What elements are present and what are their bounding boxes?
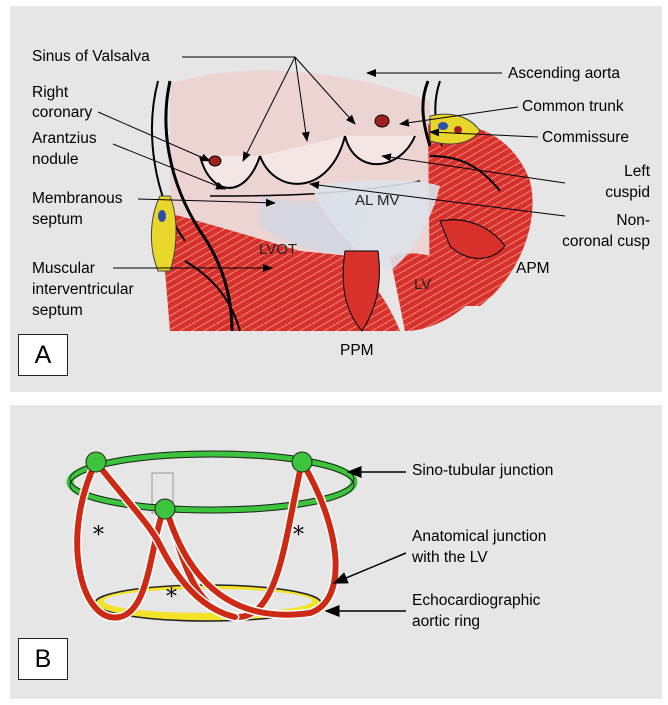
label-membranous-line1: Membranous bbox=[32, 190, 123, 207]
asterisk-bottom: * bbox=[166, 585, 177, 610]
panel-a-letter: A bbox=[18, 334, 68, 376]
aortic-root-schematic bbox=[66, 450, 407, 622]
myocardium-lower bbox=[160, 211, 400, 331]
aortic-wall-right bbox=[421, 80, 432, 147]
panel-b-letter: B bbox=[18, 638, 68, 680]
ppm bbox=[342, 250, 380, 332]
label-al-mv: AL MV bbox=[355, 192, 400, 209]
label-lvot: LVOT bbox=[259, 241, 298, 258]
label-left-cuspid-line2: cuspid bbox=[605, 184, 650, 201]
panel-a: Sinus of Valsalva Right coronary Arantzi… bbox=[10, 6, 662, 392]
label-arantzius-line2: nodule bbox=[32, 151, 79, 168]
asterisk-left: * bbox=[93, 523, 104, 548]
label-non-coronal-line2: coronal cusp bbox=[562, 233, 650, 250]
apm bbox=[439, 219, 506, 259]
panel-b: * * * Sino-tubular junction Anatomical j… bbox=[10, 405, 662, 699]
label-sinus-of-valsalva: Sinus of Valsalva bbox=[32, 48, 150, 65]
label-apm: APM bbox=[516, 260, 550, 277]
label-muscular-line3: septum bbox=[32, 302, 83, 319]
label-sino-tubular-junction: Sino-tubular junction bbox=[412, 462, 554, 479]
label-membranous-line2: septum bbox=[32, 211, 83, 228]
label-common-trunk: Common trunk bbox=[522, 98, 624, 115]
vessel-right-1 bbox=[438, 122, 448, 130]
mitral-leaflet bbox=[310, 180, 440, 271]
label-muscular-line1: Muscular bbox=[32, 260, 95, 277]
label-commissure: Commissure bbox=[542, 129, 629, 146]
commissure-dot-center bbox=[154, 498, 176, 520]
label-echo-ring-line2: aortic ring bbox=[412, 613, 481, 630]
right-coronary-ostium bbox=[208, 155, 222, 167]
vessel-right-2 bbox=[454, 126, 462, 134]
label-echo-ring-line1: Echocardiographic bbox=[412, 592, 541, 609]
label-arantzius-line1: Arantzius bbox=[32, 130, 97, 147]
commissure-dot-right bbox=[291, 451, 313, 473]
sino-tubular-ring bbox=[66, 450, 358, 514]
aortic-wall-left bbox=[164, 80, 234, 332]
asterisk-right: * bbox=[293, 523, 304, 548]
label-right-coronary-line1: Right bbox=[32, 84, 69, 101]
label-anatomical-junction-line1: Anatomical junction bbox=[412, 528, 547, 545]
cusp-left bbox=[344, 135, 416, 166]
label-lv: LV bbox=[414, 276, 432, 293]
myocardium-right bbox=[428, 123, 533, 306]
left-coronary-ostium bbox=[374, 114, 390, 128]
label-left-cuspid-line1: Left bbox=[624, 163, 650, 180]
leaflet-crown bbox=[72, 457, 341, 622]
myocardium-lv bbox=[390, 253, 480, 331]
label-non-coronal-line1: Non- bbox=[616, 212, 650, 229]
label-ppm: PPM bbox=[340, 342, 374, 359]
label-ascending-aorta: Ascending aorta bbox=[508, 65, 621, 82]
fat-left bbox=[150, 195, 177, 272]
vessel-left bbox=[158, 210, 166, 222]
label-anatomical-junction-line2: with the LV bbox=[412, 549, 488, 566]
label-muscular-line2: interventricular bbox=[32, 281, 134, 298]
cusp-non-coronary bbox=[259, 135, 346, 185]
commissure-dot-left bbox=[85, 451, 107, 473]
aortic-root-illustration bbox=[97, 56, 566, 332]
label-right-coronary-line2: coronary bbox=[32, 104, 93, 121]
